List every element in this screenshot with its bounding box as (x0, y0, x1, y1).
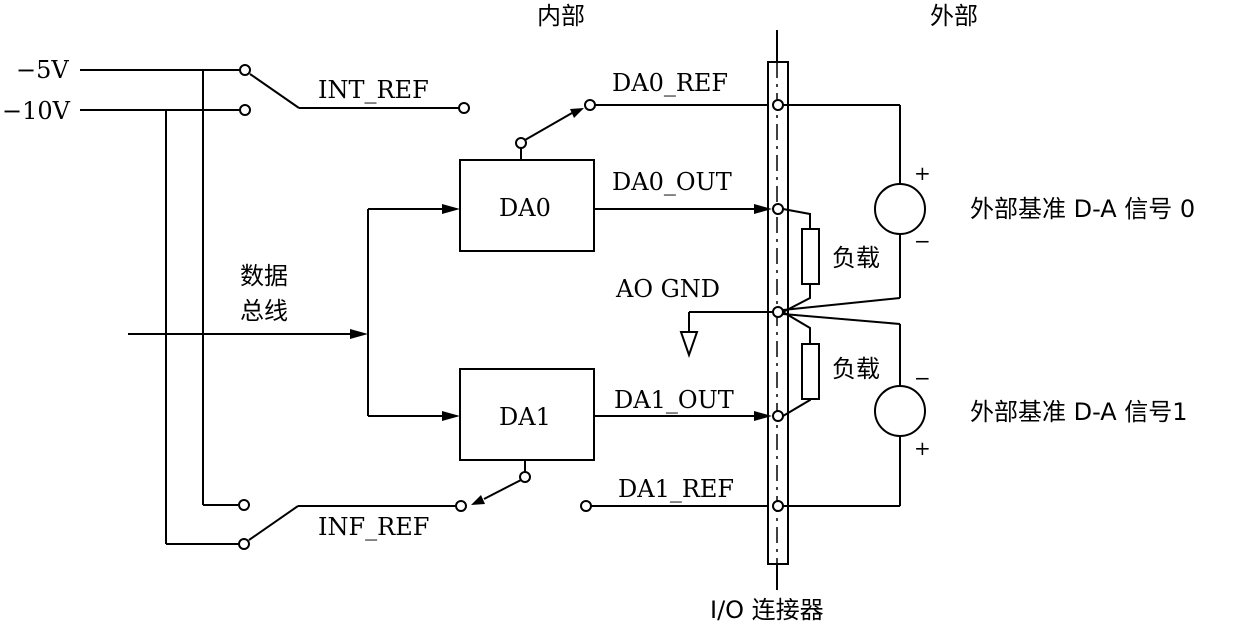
ext-src1-minus: − (914, 366, 931, 390)
outside-label: 外部 (930, 2, 978, 30)
ext-source1 (874, 385, 926, 437)
pin-ao-gnd (772, 306, 784, 318)
ext-src0-plus: + (914, 161, 931, 185)
ext-source0 (874, 183, 926, 235)
int-ref-blade (249, 73, 300, 109)
da0-ref-blade (524, 112, 573, 141)
bus-to-da1-arrow (442, 411, 460, 421)
pin-da1-out (772, 410, 784, 422)
bus-input-arrow (350, 329, 368, 339)
bus-to-da0-arrow (442, 204, 460, 214)
io-connector-label: I/O 连接器 (710, 596, 824, 624)
da1-ref-switch-pivot (519, 471, 531, 483)
da1-ref-label: DA1_REF (618, 475, 734, 503)
da0-out-label: DA0_OUT (612, 168, 732, 196)
load1-resistor (801, 343, 820, 400)
bus-label-line2: 总线 (240, 297, 288, 325)
ext-src0-to-gnd (782, 297, 901, 311)
inf-ref-common (455, 500, 467, 512)
da0-block (459, 159, 595, 252)
bus-label-line1: 数据 (240, 262, 288, 290)
inside-label: 内部 (537, 2, 585, 30)
ext-signal1-label: 外部基准 D-A 信号1 (970, 398, 1188, 426)
load1-bottom-wire (782, 399, 811, 417)
load0-top-wire (782, 208, 811, 229)
da1-ref-blade-arrow (471, 495, 485, 505)
minus10v-label: −10V (2, 97, 71, 125)
da0-ref-label: DA0_REF (612, 69, 728, 97)
int-ref-label: INT_REF (318, 76, 429, 104)
minus5v-label: −5V (16, 56, 69, 84)
ao-gnd-label: AO GND (615, 275, 720, 303)
ext-src0-minus: − (914, 229, 931, 253)
load1-top-wire (782, 311, 811, 344)
ext-signal0-label: 外部基准 D-A 信号 0 (970, 195, 1195, 223)
da0-ref-switch-pivot (515, 137, 527, 149)
inf-ref-label: INF_REF (318, 513, 429, 541)
ground-symbol (679, 331, 699, 359)
da0-out-arrow (754, 204, 772, 214)
ext-src1-plus: + (914, 436, 931, 460)
da1-block-label: DA1 (499, 403, 551, 431)
da1-out-arrow (754, 411, 772, 421)
ext-src1-to-gnd (782, 313, 901, 325)
inf-ref-contact-5v (238, 499, 250, 511)
pin-da0-out (772, 203, 784, 215)
load0-resistor (801, 228, 820, 285)
load1-label: 负载 (832, 355, 880, 383)
int-ref-contact-10v (239, 104, 251, 116)
da0-ref-blade-arrow (570, 108, 584, 118)
da1-block (459, 368, 595, 461)
da1-ref-open-contact (580, 500, 592, 512)
da0-block-label: DA0 (499, 194, 551, 222)
da1-out-label: DA1_OUT (614, 386, 734, 414)
inf-ref-blade (248, 505, 299, 541)
inf-ref-contact-10v (238, 538, 250, 550)
pin-da0-ref (772, 99, 784, 111)
load0-bottom-wire (782, 284, 811, 313)
da1-ref-blade (483, 479, 522, 500)
da0-ref-switch-contact (584, 99, 596, 111)
load0-label: 负载 (832, 244, 880, 272)
int-ref-common (458, 102, 470, 114)
int-ref-contact-5v (239, 64, 251, 76)
pin-da1-ref (772, 500, 784, 512)
